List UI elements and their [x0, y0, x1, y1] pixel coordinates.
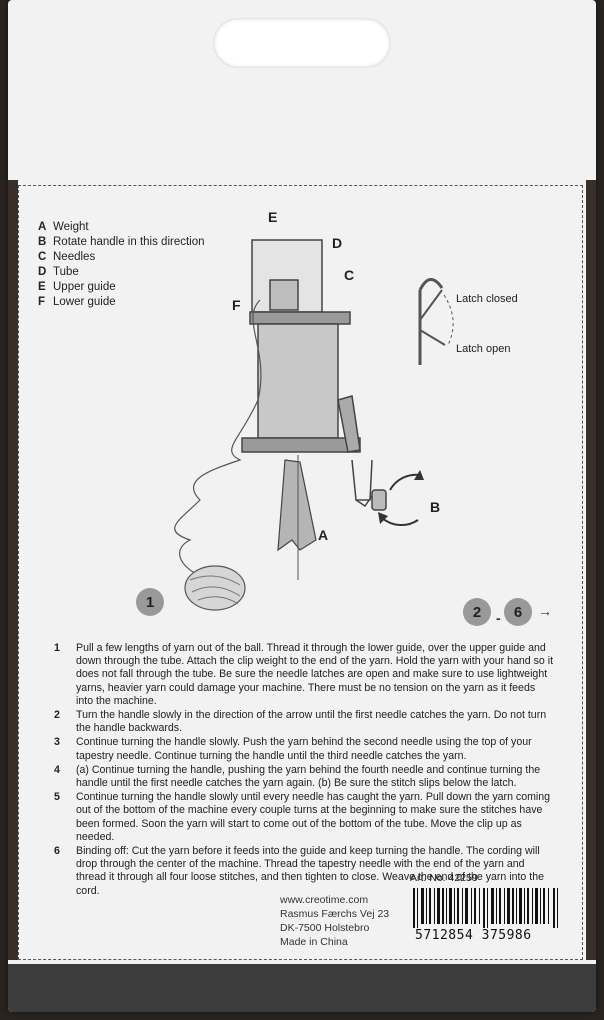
origin-text: Made in China [280, 936, 348, 948]
hang-hole [213, 18, 391, 68]
step-range-separator: - [496, 610, 501, 626]
step-badge-6: 6 [504, 598, 532, 626]
instruction-panel-border [18, 185, 583, 960]
diagram-label-f: F [232, 297, 241, 313]
article-number: Art. No. 42259 [410, 872, 478, 884]
bottom-strip [8, 964, 596, 1012]
diagram-label-a: A [318, 527, 328, 543]
diagram-label-b: B [430, 499, 440, 515]
arrow-right-icon: → [538, 603, 552, 619]
step-badge-2: 2 [463, 598, 491, 626]
latch-open-label: Latch open [456, 343, 510, 355]
diagram-label-c: C [344, 267, 354, 283]
diagram-label-d: D [332, 235, 342, 251]
address-street: Rasmus Færchs Vej 23 [280, 908, 390, 920]
website-link: www.creotime.com [280, 894, 369, 906]
knitting-machine-diagram: E D C F A B Latch closed Latch open [174, 209, 518, 611]
right-edge [586, 180, 596, 960]
latch-closed-label: Latch closed [456, 293, 518, 305]
instruction-step: 4(a) Continue turning the handle, pushin… [54, 763, 541, 790]
address-city: DK-7500 Holstebro [280, 922, 370, 934]
step-badge-1: 1 [136, 588, 164, 616]
left-edge [8, 180, 18, 960]
barcode-number: 5712854 375986 [415, 928, 532, 943]
barcode-icon [413, 888, 558, 928]
diagram-label-e: E [268, 209, 277, 225]
company-address: www.creotime.com Rasmus Færchs Vej 23 DK… [280, 893, 389, 949]
